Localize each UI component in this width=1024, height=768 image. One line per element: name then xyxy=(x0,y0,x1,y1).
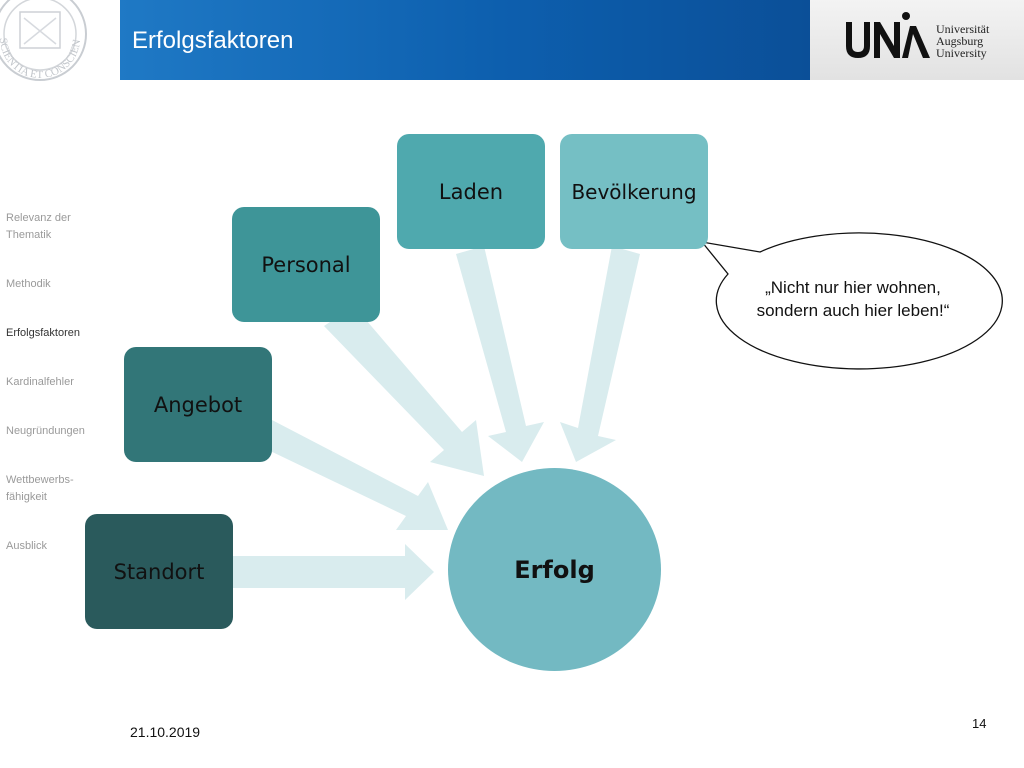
nav-item-neugruendungen[interactable]: Neugründungen xyxy=(6,425,85,437)
university-seal-icon: SCIENTIA ET CONSCIENTIA xyxy=(0,0,87,81)
nav-item-relevanz[interactable]: Relevanz der Thematik xyxy=(6,212,71,241)
unia-logo-icon xyxy=(846,12,930,58)
arrow-standort xyxy=(232,544,434,600)
factor-personal: Personal xyxy=(232,207,380,322)
arrow-angebot xyxy=(264,420,448,530)
arrow-personal xyxy=(324,306,484,476)
header-bar: Erfolgsfaktoren xyxy=(120,0,810,80)
factor-angebot: Angebot xyxy=(124,347,272,462)
nav-item-erfolgsfaktoren[interactable]: Erfolgsfaktoren xyxy=(6,327,80,339)
arrow-bevoelkerung xyxy=(560,246,640,462)
nav-item-wettbewerbsfaehigkeit[interactable]: Wettbewerbs-fähigkeit xyxy=(6,474,74,503)
center-erfolg: Erfolg xyxy=(448,468,661,671)
footer-date: 21.10.2019 xyxy=(130,724,201,740)
factor-laden: Laden xyxy=(397,134,545,249)
slide-title: Erfolgsfaktoren xyxy=(132,27,294,54)
logo-line-3: University xyxy=(936,46,987,60)
arrow-laden xyxy=(456,246,544,462)
logo-line-2: Augsburg xyxy=(936,34,984,48)
factor-bevoelkerung: Bevölkerung xyxy=(560,134,708,249)
factor-standort: Standort xyxy=(85,514,233,629)
university-logo: Universität Augsburg University xyxy=(810,0,1024,80)
callout-text: „Nicht nur hier wohnen, sondern auch hie… xyxy=(756,278,950,320)
page-number: 14 xyxy=(972,716,987,731)
logo-line-1: Universität xyxy=(936,22,990,36)
nav-item-methodik[interactable]: Methodik xyxy=(6,278,51,290)
speech-bubble xyxy=(700,232,1003,370)
logo-text: Universität Augsburg University xyxy=(936,23,989,59)
nav-item-kardinalfehler[interactable]: Kardinalfehler xyxy=(6,376,74,388)
nav-item-ausblick[interactable]: Ausblick xyxy=(6,540,47,552)
